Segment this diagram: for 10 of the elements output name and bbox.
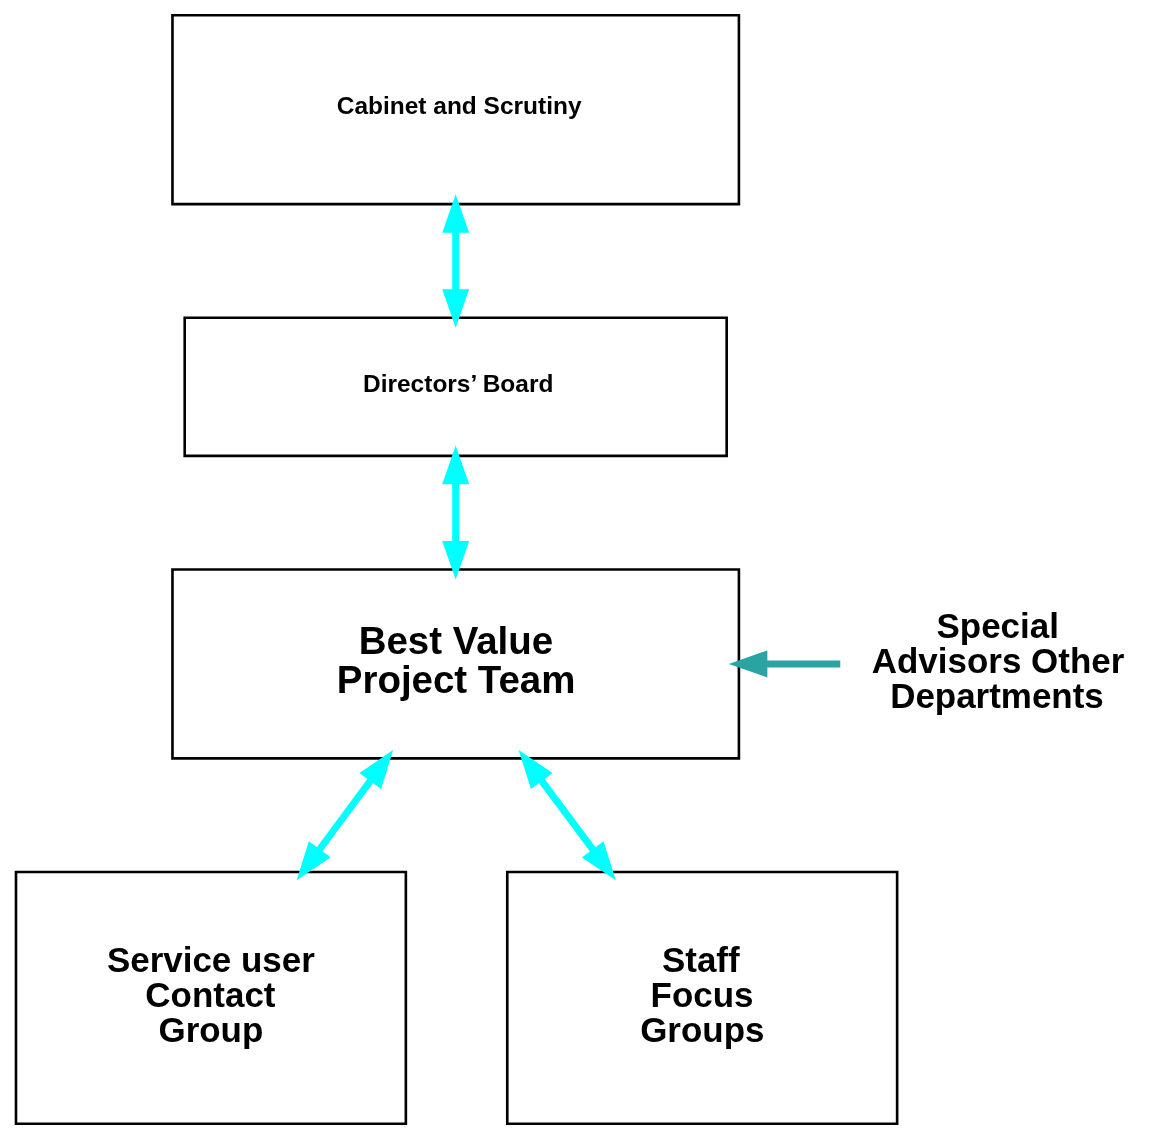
node-box: Best Value Project Team: [170, 568, 740, 760]
arrow: [441, 194, 469, 328]
node-box: Directors’ Board: [182, 316, 728, 458]
arrow: [296, 750, 393, 881]
node-box: Staff Focus Groups: [505, 870, 898, 1125]
node-text: Special Advisors Other Departments: [871, 605, 1124, 715]
arrow: [441, 445, 469, 580]
node-box: Service user Contact Group: [14, 870, 407, 1125]
node-box: Cabinet and Scrutiny: [170, 13, 740, 206]
arrow: [518, 750, 616, 881]
